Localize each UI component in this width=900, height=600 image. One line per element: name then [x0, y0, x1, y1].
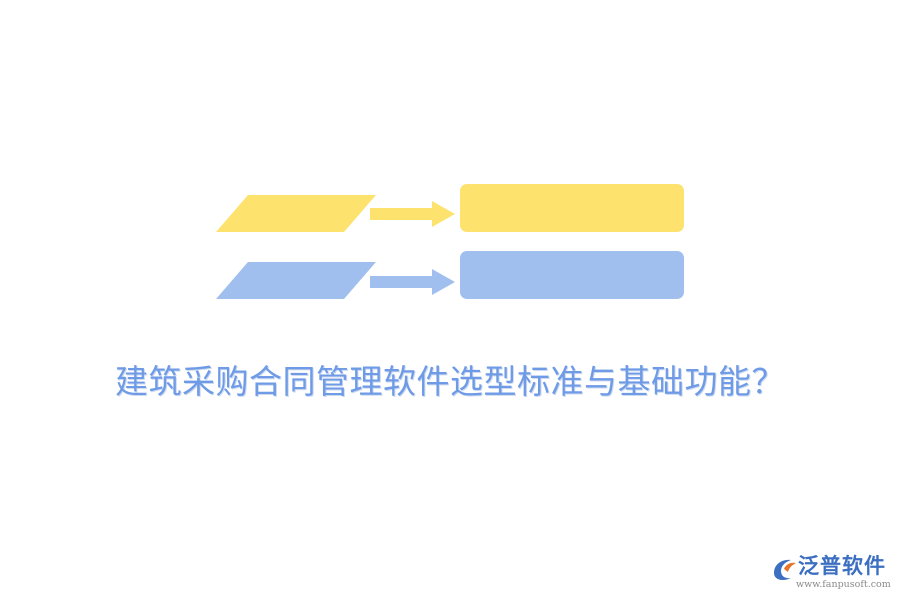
blue-arrow — [370, 269, 455, 295]
page-title: 建筑采购合同管理软件选型标准与基础功能？ — [115, 362, 785, 401]
yellow-arrow — [370, 201, 455, 227]
yellow-rounded-box — [460, 184, 684, 232]
brand-logo: 泛普软件 www.fanpusoft.com — [770, 552, 895, 594]
blue-rounded-box — [460, 251, 684, 299]
brand-name: 泛普软件 — [798, 554, 886, 578]
brand-url: www.fanpusoft.com — [796, 579, 891, 590]
fanpu-logo-icon — [774, 559, 796, 581]
yellow-parallelogram — [216, 195, 376, 232]
blue-parallelogram — [216, 262, 376, 299]
